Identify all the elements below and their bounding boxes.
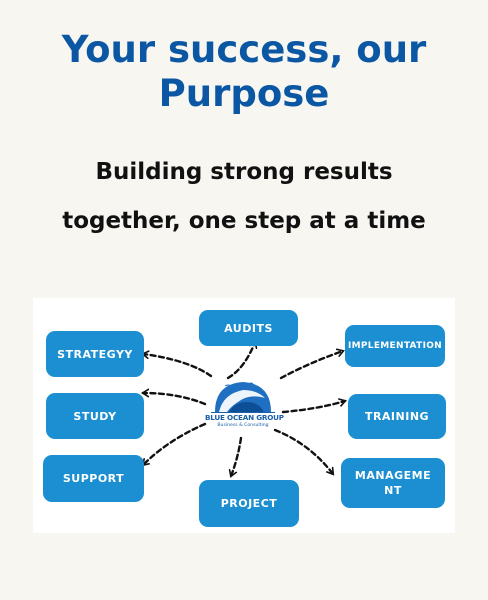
logo-tagline: Business & Consulting <box>217 423 269 428</box>
arrow-to-management <box>273 428 333 474</box>
subheadline: Building strong results together, one st… <box>62 159 426 234</box>
logo-company-name: BLUE OCEAN GROUP <box>205 413 284 422</box>
arrow-to-study <box>143 393 207 406</box>
node-audits: AUDITS <box>199 310 298 346</box>
services-diagram: BLUE OCEAN GROUP Business & Consulting A… <box>33 298 455 533</box>
node-project: PROJECT <box>199 480 299 527</box>
node-support: SUPPORT <box>43 455 144 502</box>
company-logo: BLUE OCEAN GROUP Business & Consulting <box>205 380 284 436</box>
arrow-to-implementation <box>279 351 343 380</box>
arrow-to-strategy <box>143 354 213 378</box>
arrow-to-support <box>143 422 207 465</box>
arrow-to-audits <box>226 342 255 380</box>
node-training: TRAINING <box>348 394 446 439</box>
wave-emblem-icon <box>211 382 275 413</box>
node-strategy: STRATEGYY <box>46 331 144 377</box>
node-implementation: IMPLEMENTATION <box>345 325 445 367</box>
arrow-to-training <box>281 401 345 414</box>
node-management: MANAGEMENT <box>341 458 445 508</box>
node-study: STUDY <box>46 393 144 439</box>
connector-arrows <box>33 298 455 533</box>
headline: Your success, our Purpose <box>61 28 427 115</box>
arrow-to-project <box>231 436 243 476</box>
